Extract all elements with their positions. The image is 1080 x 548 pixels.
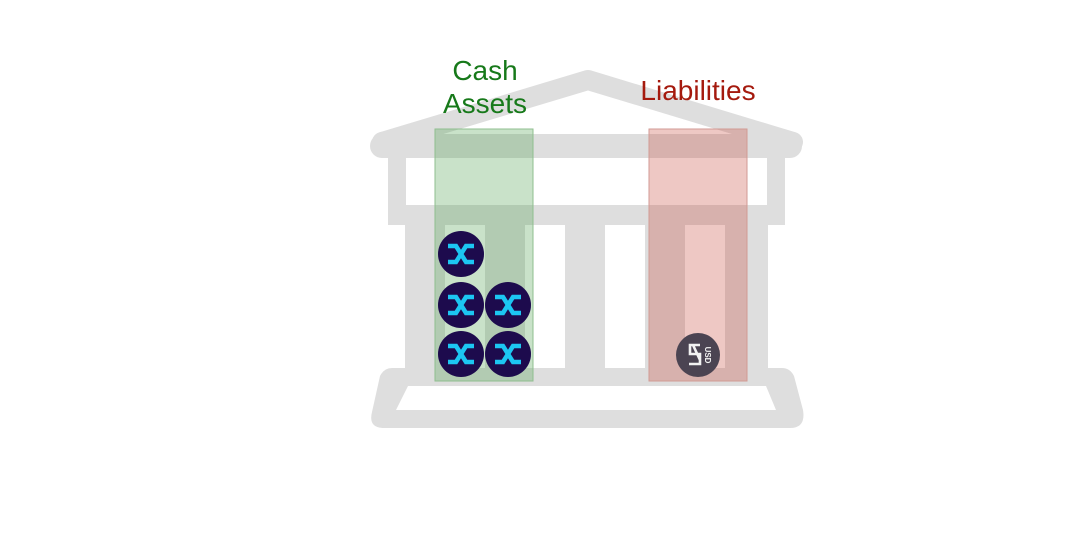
snx-icon bbox=[438, 282, 484, 328]
cash-assets-label-line2: Assets bbox=[443, 88, 527, 119]
susd-label: USD bbox=[703, 347, 712, 364]
snx-icon bbox=[438, 231, 484, 277]
snx-icon bbox=[485, 331, 531, 377]
susd-icon: USD bbox=[676, 333, 720, 377]
liabilities-label: Liabilities bbox=[640, 75, 755, 106]
cash-assets-label-line1: Cash bbox=[452, 55, 517, 86]
snx-icon bbox=[485, 282, 531, 328]
snx-icon bbox=[438, 331, 484, 377]
